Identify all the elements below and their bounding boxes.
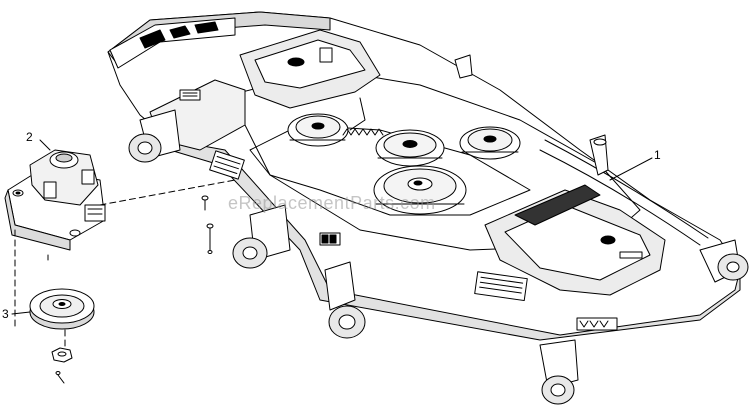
deck-decals (179, 89, 618, 331)
wheel-front-left (128, 109, 181, 163)
wheel-rear-right (699, 239, 749, 283)
rear-bracket (454, 54, 609, 176)
nut-hardware (51, 347, 73, 384)
watermark-text: eReplacementParts.com (228, 193, 436, 213)
callout-2: 2 (26, 130, 33, 144)
pulley-right (459, 126, 521, 160)
wheel-rear-left (324, 261, 366, 339)
gearbox-pulley (29, 288, 95, 330)
mounting-bolts (201, 195, 214, 254)
wheel-mid-left (232, 204, 291, 269)
callout-1: 1 (654, 148, 661, 162)
gearbox (4, 149, 106, 251)
pulley-left (287, 113, 349, 147)
pulley-main (373, 165, 467, 215)
brand-plate (109, 17, 236, 69)
pulley-center (375, 129, 445, 167)
idler-spring (342, 97, 384, 136)
wheel-rear-center (539, 339, 579, 405)
leader-lines (11, 139, 653, 315)
callout-3: 3 (2, 307, 9, 321)
